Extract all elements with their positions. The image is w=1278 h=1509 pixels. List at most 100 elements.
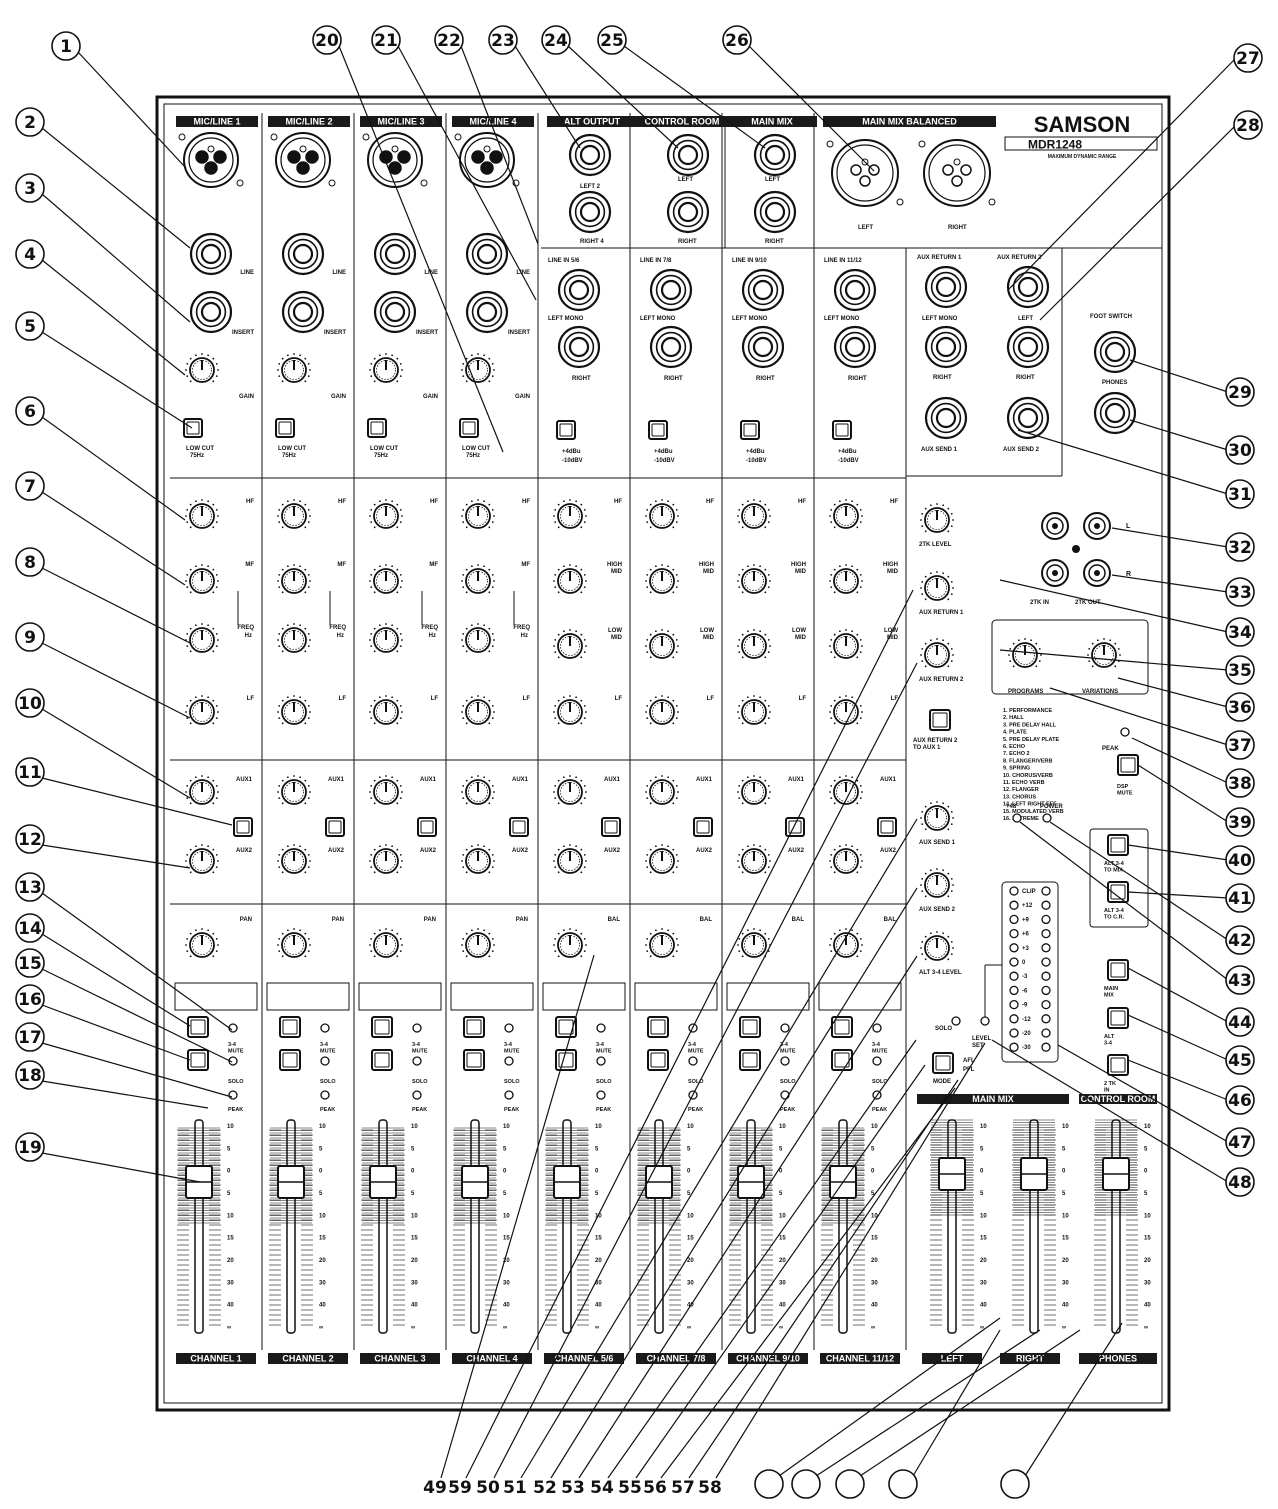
aux1-knob [645,775,679,805]
knob-tick [1109,639,1112,642]
knob-tick [741,779,744,782]
callout-right [1225,479,1255,509]
leader-line [440,954,595,1479]
knob-tick [924,828,927,831]
master-knob [920,571,954,601]
knob-tick [293,775,295,777]
knob-tick [465,699,468,702]
freq-label: FREQ [421,625,438,631]
knob-tick [373,380,376,383]
knob-tick [396,526,399,529]
scribble-strip [726,982,810,1011]
jack-hole [752,279,774,301]
knob-tick [947,805,950,808]
knob-tick [215,797,218,800]
knob-tick [830,950,833,953]
callout-number: 4 [24,245,36,265]
knob-tick [738,937,741,940]
peak-led [596,1090,606,1100]
xlr-ring [372,137,418,183]
knob-tick [672,568,675,571]
dsp-program-item: 2. HALL [1003,715,1024,721]
knob-tick [856,802,859,805]
screw [896,198,904,206]
aux1-knob [185,775,219,805]
knob-grip [836,506,856,526]
knob-tick [764,699,767,702]
knob-tick [278,586,281,589]
knob-grip [376,702,396,722]
bottom-label-strip [544,1353,624,1364]
balance-knob [829,928,863,958]
hf-knob [737,499,771,529]
knob-tick [391,624,394,627]
knob-tick [189,871,192,874]
main-right-label: RIGHT [765,239,784,245]
fader-scale-label: 5 [871,1191,875,1197]
knob-tick [399,853,402,856]
knob-tick [309,515,311,517]
knob-tick [370,937,373,940]
knob-tick [661,928,663,930]
knob-tick [185,791,187,793]
knob-tick [286,624,289,627]
low-mid-knob [737,629,771,659]
button-face [462,421,476,435]
aux-pre-post-button [693,817,713,837]
meter-led-right [1041,1042,1051,1052]
knob-tick [462,784,465,787]
knob-tick [277,944,279,946]
knob-tick [465,802,468,805]
jack-hole [476,243,498,265]
fader-scale-label: 0 [1144,1169,1148,1175]
knob-tick [829,860,831,862]
knob-tick [859,937,862,940]
callout-left [15,757,45,787]
knob-tick [185,369,187,371]
knob-tick [569,775,571,777]
callout-bottom-number: 50 [476,1478,500,1498]
knob-tick [378,845,381,848]
meter-led-right [1041,971,1051,981]
rca-screw [1072,545,1080,553]
leader-line [1019,821,1229,981]
knob-tick [189,503,192,506]
aux-send-1-label: AUX SEND 1 [921,447,958,453]
knob-tick [738,866,741,869]
knob-tick [952,519,954,521]
knob-tick [767,784,770,787]
knob-tick [675,638,678,641]
knob-tick [1088,660,1091,663]
knob-tick [580,722,583,725]
knob-tick [215,645,218,648]
balance-knob [553,928,587,958]
callout-number: 10 [18,694,42,714]
knob-tick [950,953,953,956]
knob-tick [861,860,863,862]
fader-scale-label: 40 [779,1303,786,1309]
jack-hole [935,407,957,429]
knob-tick [493,515,495,517]
knob-tick [215,508,218,511]
knob-tick [304,380,307,383]
knob-tick [767,521,770,524]
brand-tagline: MAXIMUM DYNAMIC RANGE [1048,154,1117,160]
knob-tick [738,573,741,576]
knob-tick [646,950,649,953]
leader-line [1129,419,1229,451]
knob-tick [470,624,473,627]
knob-tick [396,591,399,594]
knob-tick [378,624,381,627]
knob-grip [744,935,764,955]
knob-tick [646,866,649,869]
control-room-strip [1079,1094,1157,1104]
knob-tick [649,779,652,782]
callout-number: 32 [1228,538,1252,558]
knob-tick [491,853,494,856]
knob-tick [373,779,376,782]
callout-number: 38 [1228,774,1252,794]
